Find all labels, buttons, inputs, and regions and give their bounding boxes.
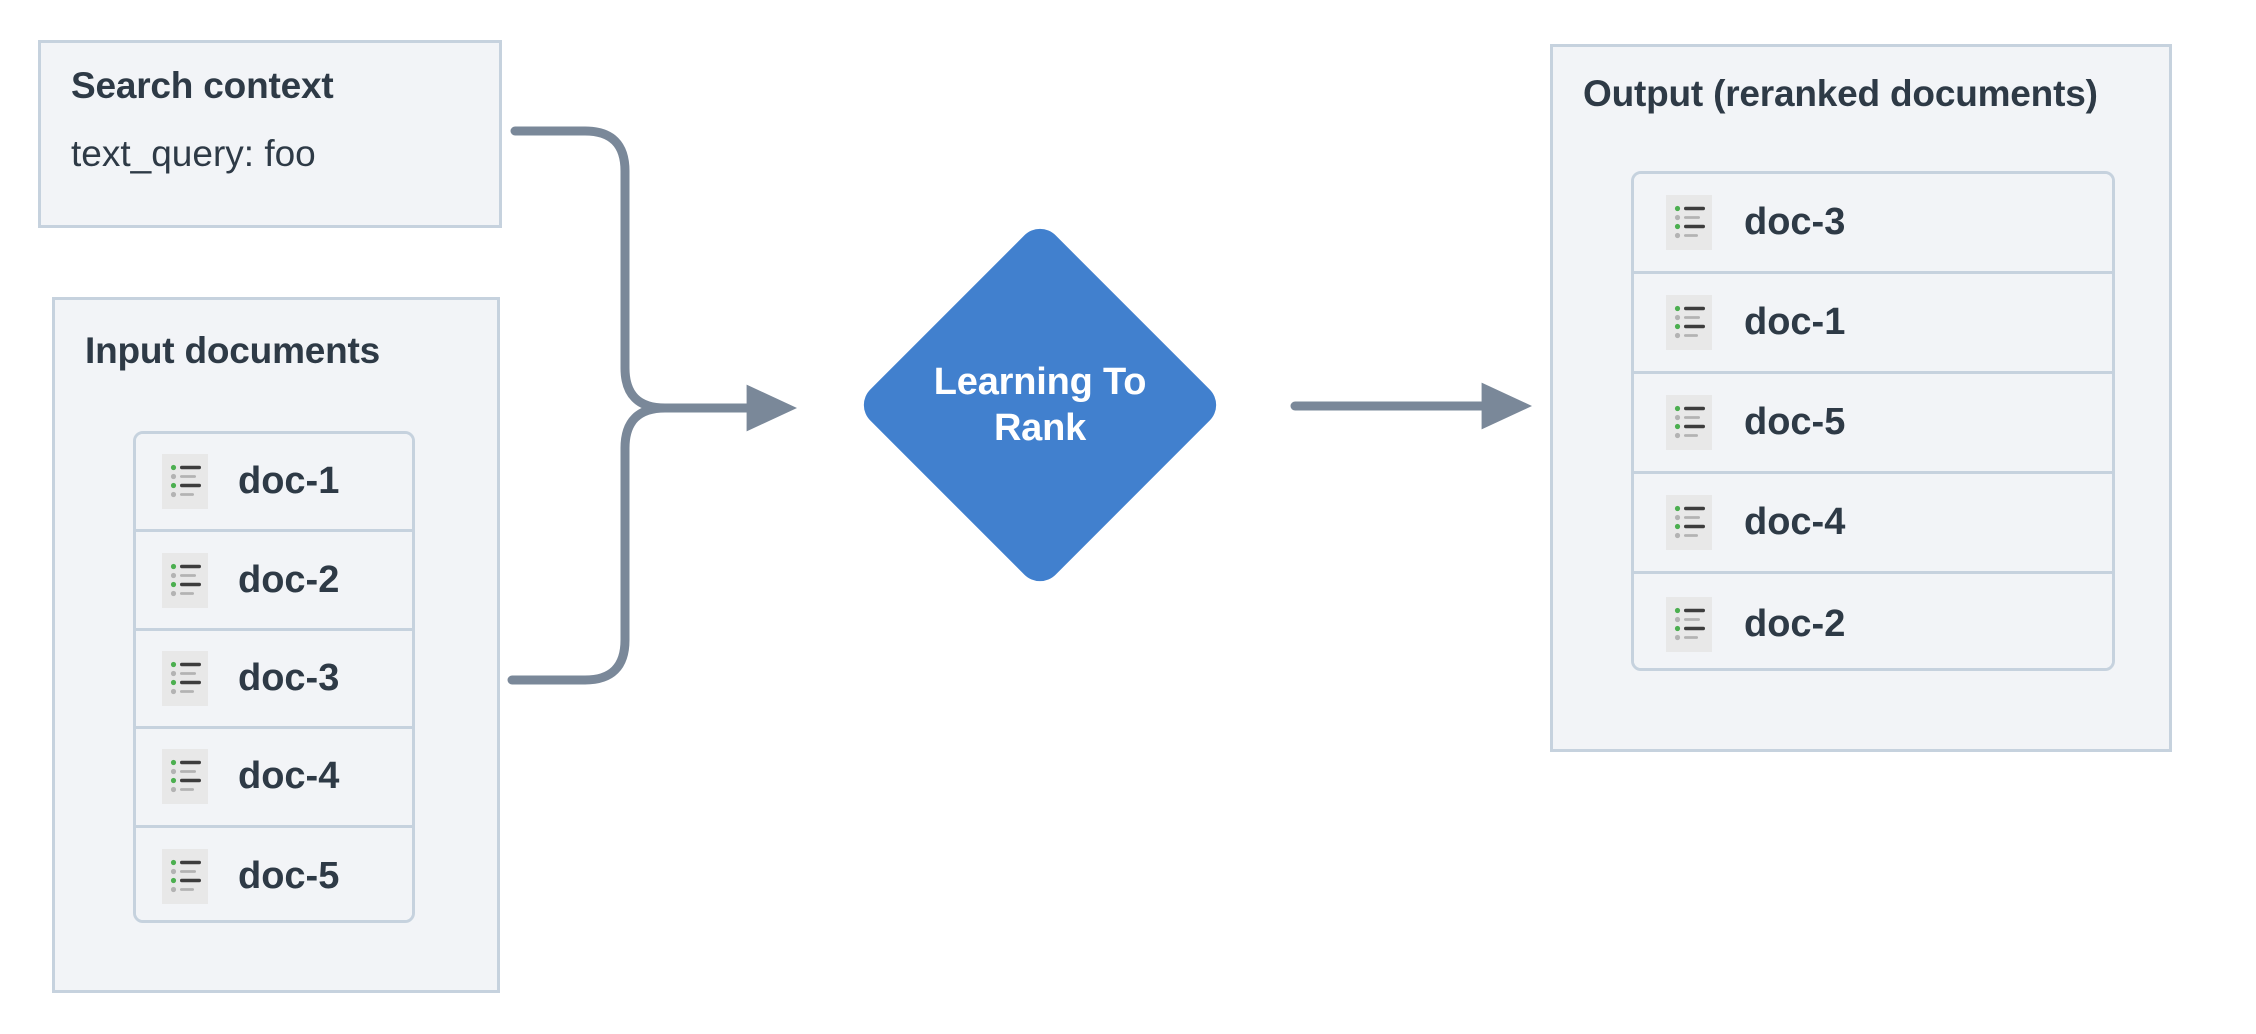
output-documents-title: Output (reranked documents): [1583, 73, 2098, 114]
search-context-query-text: text_query: foo: [71, 133, 316, 174]
doc-row[interactable]: doc-2: [136, 532, 412, 631]
doc-row[interactable]: doc-4: [136, 729, 412, 828]
connector-input-documents-to-ltr: [507, 403, 670, 685]
doc-row[interactable]: doc-2: [1634, 574, 2112, 668]
list-document-icon: [162, 454, 208, 510]
list-document-icon: [1666, 495, 1712, 550]
doc-row-label: doc-1: [1744, 301, 1846, 343]
input-documents-title: Input documents: [85, 330, 381, 371]
search-context-panel: Search context text_query: foo: [38, 40, 502, 228]
doc-row[interactable]: doc-1: [136, 434, 412, 533]
learning-to-rank-label-line1: Learning To: [933, 360, 1147, 403]
learning-to-rank-node[interactable]: Learning To Rank: [805, 219, 1275, 591]
list-document-icon: [162, 552, 208, 608]
doc-row-label: doc-1: [238, 460, 340, 503]
input-documents-list: doc-1 doc-2 doc-3 doc-4 doc-5: [133, 431, 415, 923]
list-document-icon: [162, 650, 208, 706]
learning-to-rank-label-line2: Rank: [993, 407, 1087, 449]
doc-row-label: doc-5: [238, 855, 340, 898]
list-document-icon: [162, 749, 208, 805]
doc-row[interactable]: doc-1: [1634, 274, 2112, 374]
doc-row-label: doc-4: [238, 755, 340, 798]
doc-row[interactable]: doc-5: [1634, 374, 2112, 474]
connector-search-context-to-ltr: [510, 126, 670, 413]
list-document-icon: [1666, 295, 1712, 350]
doc-row-label: doc-5: [1744, 401, 1846, 443]
doc-row[interactable]: doc-5: [136, 827, 412, 920]
doc-row-label: doc-4: [1744, 501, 1846, 543]
list-document-icon: [1666, 395, 1712, 450]
search-context-title: Search context: [71, 65, 334, 106]
list-document-icon: [1666, 596, 1712, 652]
list-document-icon: [1666, 195, 1712, 250]
doc-row-label: doc-3: [1744, 201, 1846, 243]
doc-row-label: doc-3: [238, 656, 340, 699]
doc-row[interactable]: doc-3: [136, 630, 412, 730]
list-document-icon: [162, 849, 208, 905]
doc-row-label: doc-2: [238, 558, 340, 601]
doc-row-label: doc-2: [1744, 602, 1846, 645]
doc-row[interactable]: doc-3: [1634, 174, 2112, 274]
doc-row[interactable]: doc-4: [1634, 474, 2112, 574]
learning-to-rank-label: Learning To Rank: [805, 222, 1275, 588]
output-documents-list: doc-3 doc-1 doc-5 doc-4 doc-2: [1631, 171, 2115, 671]
